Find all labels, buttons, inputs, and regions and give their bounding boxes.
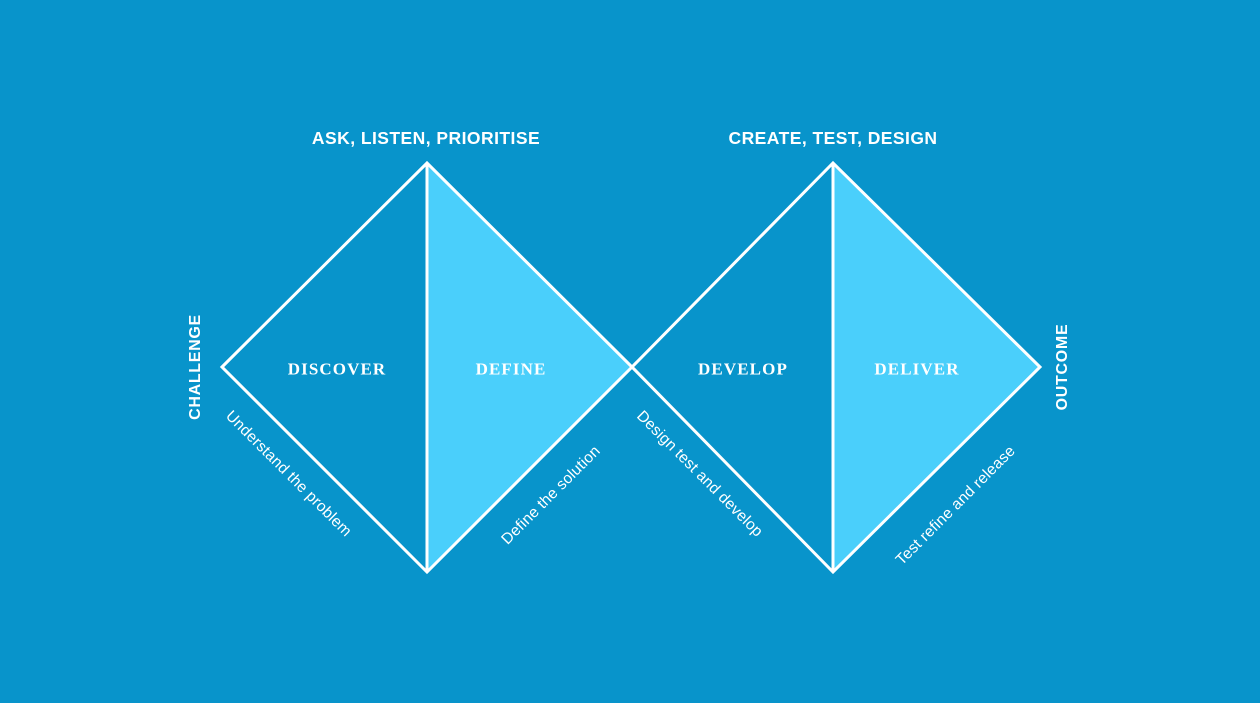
stage-label-define: DEFINE (475, 359, 547, 379)
deliver-filled-triangle (833, 163, 1040, 572)
stage-label-deliver: DELIVER (874, 359, 960, 379)
phase-heading-problem-space: ASK, LISTEN, PRIORITISE (311, 128, 541, 148)
stage-label-develop: DEVELOP (698, 359, 788, 379)
phase-heading-solution-space: CREATE, TEST, DESIGN (728, 128, 938, 148)
axis-label-outcome: OUTCOME (1054, 323, 1071, 411)
right-diamond-outline (629, 160, 1043, 575)
define-filled-triangle (427, 163, 632, 572)
stage-label-discover: DISCOVER (287, 359, 387, 379)
axis-label-challenge: CHALLENGE (187, 314, 204, 420)
